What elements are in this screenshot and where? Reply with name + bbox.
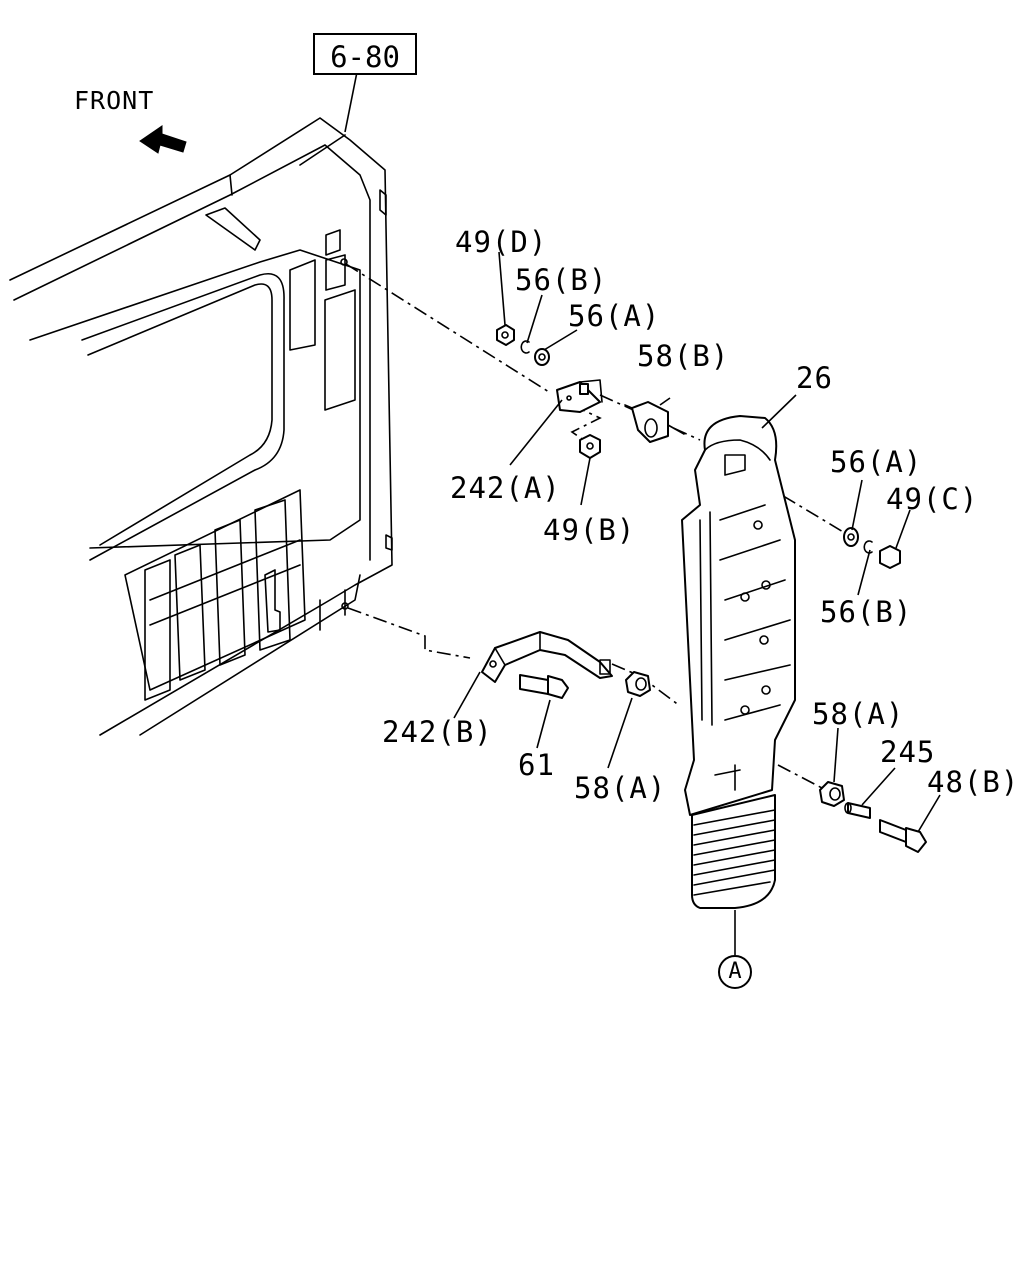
callout-49c: 49(C)	[886, 482, 979, 516]
air-intake-duct	[681, 415, 796, 955]
callout-26: 26	[796, 361, 833, 395]
callout-58a-mid: 58(A)	[574, 771, 667, 805]
hardware-parts	[496, 324, 927, 853]
front-arrow-icon	[139, 125, 187, 154]
callout-48b: 48(B)	[927, 765, 1020, 799]
callout-56b-top: 56(B)	[515, 263, 608, 297]
callout-circle-a: A	[718, 955, 752, 989]
cab-body	[9, 117, 393, 736]
callout-242b: 242(B)	[382, 715, 493, 749]
callout-61: 61	[518, 748, 555, 782]
reference-box: 6-80	[313, 33, 417, 75]
callout-56a-top: 56(A)	[568, 299, 661, 333]
bracket-242a	[556, 379, 603, 413]
callout-56a-right: 56(A)	[830, 445, 923, 479]
callout-49b: 49(B)	[543, 513, 636, 547]
reference-box-label: 6-80	[330, 40, 400, 74]
bracket-242b	[481, 631, 613, 683]
callout-49d: 49(D)	[455, 225, 548, 259]
callout-58b: 58(B)	[637, 339, 730, 373]
callout-245: 245	[880, 735, 936, 769]
callout-242a: 242(A)	[450, 471, 561, 505]
callout-56b-right: 56(B)	[820, 595, 913, 629]
front-label: FRONT	[74, 86, 155, 115]
callout-58a-right: 58(A)	[812, 697, 905, 731]
leader-lines	[453, 251, 941, 833]
